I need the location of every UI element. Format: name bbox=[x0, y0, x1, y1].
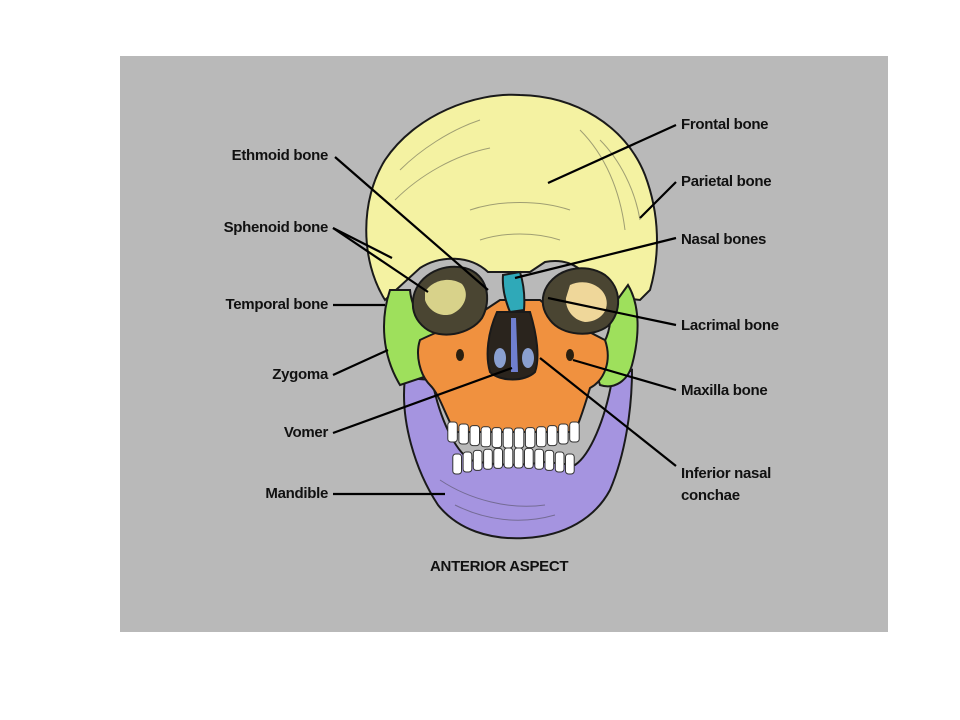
leader-frontal bbox=[547, 123, 677, 185]
label-maxilla-bone: Maxilla bone bbox=[681, 382, 768, 399]
tooth bbox=[558, 423, 569, 445]
foramen-right bbox=[566, 349, 574, 361]
label-ethmoid-bone: Ethmoid bone bbox=[231, 147, 329, 164]
label-temporal-bone: Temporal bone bbox=[225, 296, 329, 313]
tooth bbox=[462, 451, 473, 473]
inferior-concha-right bbox=[522, 348, 534, 368]
leader-vomer bbox=[332, 366, 513, 435]
label-zygoma: Zygoma bbox=[272, 366, 328, 383]
leader-conchae bbox=[539, 357, 677, 467]
lacrimal-bone bbox=[565, 282, 607, 322]
tooth bbox=[554, 451, 565, 473]
tooth bbox=[534, 448, 544, 470]
label-inferior-nasal-line2: conchae bbox=[681, 487, 740, 504]
tooth bbox=[524, 427, 536, 449]
leader-parietal bbox=[639, 181, 677, 219]
upper-teeth bbox=[447, 421, 580, 449]
tooth bbox=[547, 425, 558, 447]
tooth bbox=[513, 427, 525, 449]
tooth bbox=[493, 447, 503, 469]
tooth bbox=[472, 449, 483, 471]
tooth bbox=[469, 425, 480, 447]
foramen-left bbox=[456, 349, 464, 361]
leader-lines bbox=[332, 123, 677, 496]
label-lacrimal-bone: Lacrimal bone bbox=[681, 317, 779, 334]
label-nasal-bones: Nasal bones bbox=[681, 231, 767, 248]
tooth bbox=[502, 427, 514, 449]
label-inferior-nasal-line1: Inferior nasal bbox=[681, 465, 771, 482]
tooth bbox=[480, 426, 492, 448]
leader-lacrimal bbox=[547, 296, 677, 327]
caption-anterior-aspect: ANTERIOR ASPECT bbox=[430, 558, 569, 575]
vomer-septum bbox=[511, 318, 518, 372]
skull-hatching bbox=[394, 119, 641, 521]
leader-sphenoid-a bbox=[332, 227, 393, 259]
frontal-bone bbox=[365, 93, 658, 302]
leader-ethmoid bbox=[334, 156, 489, 291]
label-vomer: Vomer bbox=[283, 424, 328, 441]
label-mandible: Mandible bbox=[265, 485, 328, 502]
tooth bbox=[569, 421, 580, 443]
leader-nasal bbox=[514, 236, 677, 280]
nasal-bones bbox=[501, 270, 526, 314]
tooth bbox=[513, 447, 524, 469]
leader-maxilla bbox=[572, 358, 677, 392]
tooth bbox=[503, 447, 514, 469]
leader-zygoma bbox=[332, 348, 389, 377]
sphenoid-bone bbox=[425, 279, 466, 316]
tooth bbox=[565, 453, 575, 475]
label-frontal-bone: Frontal bone bbox=[681, 116, 769, 133]
label-sphenoid-bone: Sphenoid bone bbox=[223, 219, 329, 236]
lower-teeth bbox=[452, 447, 575, 475]
tooth bbox=[544, 449, 555, 471]
inferior-concha-left bbox=[494, 348, 506, 368]
tooth bbox=[447, 421, 458, 443]
leader-sphenoid-b bbox=[332, 227, 429, 293]
tooth bbox=[458, 423, 469, 445]
tooth bbox=[536, 426, 547, 448]
tooth bbox=[452, 453, 462, 475]
tooth bbox=[483, 448, 493, 470]
tooth bbox=[524, 447, 534, 469]
label-parietal-bone: Parietal bone bbox=[681, 173, 772, 190]
tooth bbox=[491, 427, 503, 449]
